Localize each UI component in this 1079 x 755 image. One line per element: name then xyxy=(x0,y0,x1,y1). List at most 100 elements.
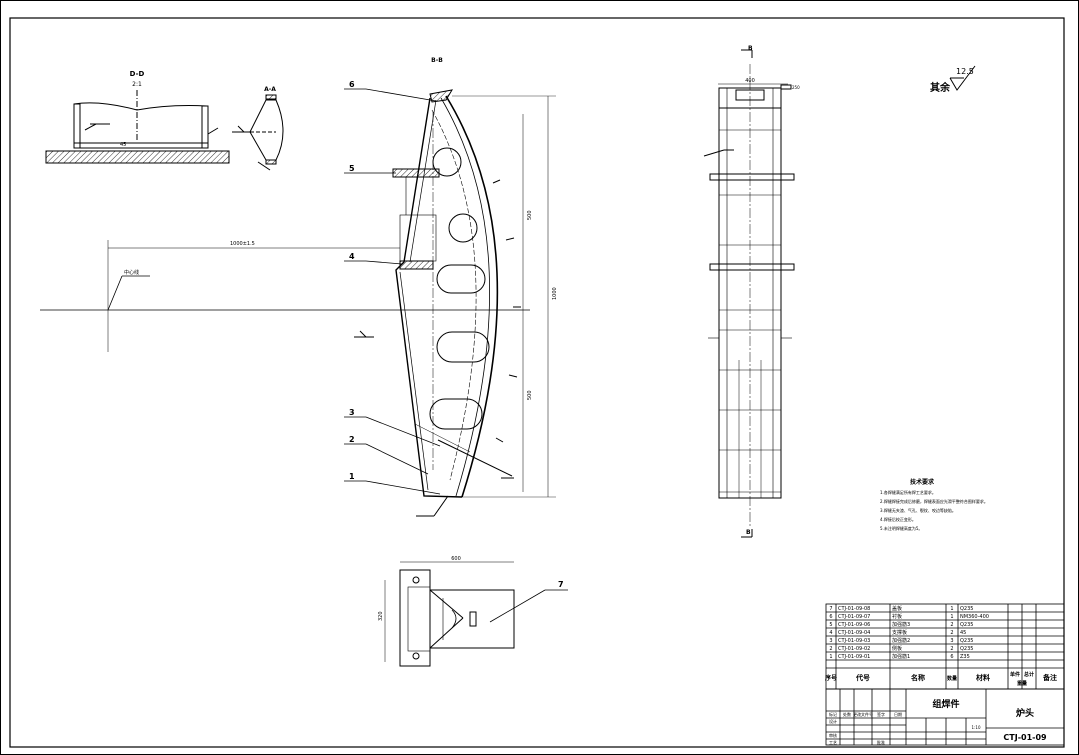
balloon-1: 1 xyxy=(349,472,355,481)
bom-cell-material: Z35 xyxy=(960,654,970,660)
surface-note-label: 其余 xyxy=(930,81,951,94)
bom-cell-qty: 6 xyxy=(950,654,953,660)
bom-cell-name: 加强筋1 xyxy=(892,653,910,660)
sign-label-1: 设计 xyxy=(829,718,837,724)
inner-frame xyxy=(9,17,1065,748)
bom-cell-code: CTJ-01-09-03 xyxy=(838,638,870,644)
plan-width-dim: 400 xyxy=(745,78,755,84)
row-label-2: 处数 xyxy=(843,711,851,717)
dim-offset: 1000±1.5 xyxy=(230,241,255,247)
surface-note: 其余 12.5 xyxy=(930,65,976,94)
inner-profile xyxy=(395,97,463,498)
bom-header-unit: 单件 xyxy=(1010,671,1020,678)
tech-req-item-2: 2.焊缝焊接完成后修磨，焊缝表面应光滑平整符合图样要求。 xyxy=(880,498,988,504)
tech-req-item-3: 3.焊缝无夹渣、气孔、裂纹、咬边等缺陷。 xyxy=(880,507,956,513)
bom-cell-code: CTJ-01-09-06 xyxy=(838,622,870,628)
bom-cell-qty: 3 xyxy=(950,638,953,644)
surface-note-value: 12.5 xyxy=(956,67,974,76)
bom-cell-qty: 2 xyxy=(950,622,953,628)
support-plate-5 xyxy=(392,168,440,178)
bom-cell-material: Q235 xyxy=(960,606,973,612)
dim-overall: 1000 xyxy=(552,287,558,300)
bom-cell-no: 2 xyxy=(829,646,832,652)
bom-cell-code: CTJ-01-09-04 xyxy=(838,630,870,636)
bom-cell-qty: 1 xyxy=(950,606,953,612)
balloon-labels: 6 5 4 3 2 1 7 xyxy=(349,80,564,589)
bom-cell-material: 45 xyxy=(960,630,966,636)
bom-cell-qty: 1 xyxy=(950,614,953,620)
bom-cell-no: 7 xyxy=(829,606,832,612)
drawing-name: 组焊件 xyxy=(932,698,959,710)
bom-header-remark: 备注 xyxy=(1042,673,1057,682)
tech-req-item-4: 4.焊接后校正变形。 xyxy=(880,516,916,522)
offset-dimension: 1000±1.5 中心线 xyxy=(40,240,530,352)
bom-cell-material: Q235 xyxy=(960,638,973,644)
plan-mark-top: B xyxy=(748,45,753,52)
bom-cell-qty: 2 xyxy=(950,630,953,636)
support-plate-4 xyxy=(399,260,434,270)
row-label-3: 更改文件号 xyxy=(853,711,873,717)
tech-req-item-5: 5.未注明焊缝高度为5。 xyxy=(880,525,922,531)
plan-mark-bottom: B xyxy=(746,529,751,536)
bom-header-material: 材料 xyxy=(975,673,990,682)
sign-label-3: 工艺 xyxy=(829,740,837,745)
bottom-view: 600 320 xyxy=(378,556,515,667)
bom-header-name: 名称 xyxy=(911,673,925,682)
bracket-detail: A-A xyxy=(232,86,284,171)
svg-text:45: 45 xyxy=(120,142,126,148)
outer-arc xyxy=(445,95,499,498)
bom-cell-code: CTJ-01-09-02 xyxy=(838,646,870,652)
bom-header-qty: 数量 xyxy=(947,675,957,682)
balloon-2: 2 xyxy=(349,435,355,444)
bom-cell-name: 支撑板 xyxy=(892,629,907,636)
bom-header-no: 序号 xyxy=(824,674,837,682)
detail-title: D-D xyxy=(130,70,145,78)
bom-header: 序号 代号 名称 数量 材料 单件 总计 重量 备注 xyxy=(824,671,1057,687)
sign-label-4: 批准 xyxy=(877,739,885,745)
bom-cell-name: 加强筋2 xyxy=(892,637,910,644)
balloon-7: 7 xyxy=(558,580,564,589)
bom-cell-qty: 2 xyxy=(950,646,953,652)
title-block xyxy=(825,688,1065,746)
bracket-label: A-A xyxy=(264,86,276,93)
row-label-4: 签字 xyxy=(877,711,885,717)
base-plate xyxy=(45,150,230,164)
main-section-label: B-B xyxy=(431,57,443,64)
bom-cell-name: 侧板 xyxy=(892,645,902,652)
bom-cell-code: CTJ-01-09-07 xyxy=(838,614,870,620)
bom-cell-no: 5 xyxy=(829,622,832,628)
bom-cell-no: 1 xyxy=(829,654,832,660)
bom-cell-no: 3 xyxy=(829,638,832,644)
main-front-view: B-B xyxy=(354,57,558,517)
bom-table xyxy=(825,603,1065,690)
bom-cell-material: Q235 xyxy=(960,646,973,652)
bom-header-total: 总计 xyxy=(1024,671,1034,678)
dim-upper: 500 xyxy=(527,210,533,220)
balloon-4: 4 xyxy=(349,252,355,261)
detail-scale: 2:1 xyxy=(132,81,142,88)
sign-label-2: 审核 xyxy=(829,732,837,738)
plan-flange-dim: 250 xyxy=(792,85,800,90)
part-name: 炉头 xyxy=(1016,707,1034,719)
row-label-5: 日期 xyxy=(894,711,902,717)
scale-value: 1:10 xyxy=(972,725,981,730)
bom-cell-name: 衬板 xyxy=(892,613,902,620)
title-block-text: 组焊件 炉头 CTJ-01-09 1:10 标记 处数 更改文件号 签字 日期 … xyxy=(829,698,1047,745)
row-label-1: 标记 xyxy=(829,711,837,717)
plan-view: B B 400 250 xyxy=(703,45,800,538)
bottom-width-dim: 600 xyxy=(451,556,461,562)
balloon-5: 5 xyxy=(349,164,355,173)
technical-requirements: 技术要求 1.各焊缝满足所有焊工艺要求。 2.焊缝焊接完成后修磨，焊缝表面应光滑… xyxy=(880,478,988,531)
bom-cell-material: Q235 xyxy=(960,622,973,628)
bom-cell-material: NM360-400 xyxy=(960,614,989,620)
bom-cell-no: 4 xyxy=(829,630,832,636)
balloon-6: 6 xyxy=(349,80,355,89)
bom-cell-name: 盖板 xyxy=(892,605,902,612)
bottom-height-dim: 320 xyxy=(378,611,384,621)
bom-cell-code: CTJ-01-09-08 xyxy=(838,606,870,612)
bom-cell-name: 加强筋3 xyxy=(892,621,910,628)
drawing-number: CTJ-01-09 xyxy=(1003,733,1047,742)
tech-req-title: 技术要求 xyxy=(910,478,935,486)
